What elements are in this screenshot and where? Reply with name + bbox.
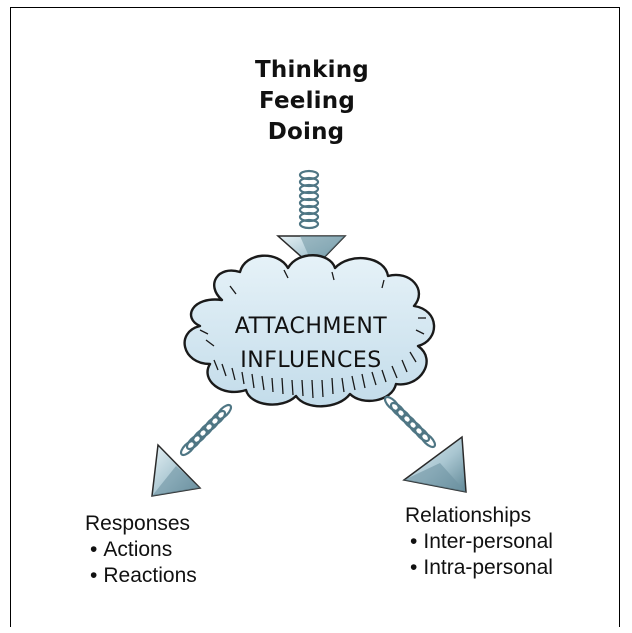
down-right-arrow-icon: [402, 435, 467, 493]
responses-heading: Responses: [85, 512, 191, 535]
doing-label: Doing: [267, 119, 345, 145]
diagram-frame: [10, 7, 620, 627]
list-item: Inter-personal: [410, 529, 553, 555]
cloud-label: ATTACHMENT INFLUENCES: [216, 310, 406, 378]
thinking-label: Thinking: [255, 57, 369, 83]
list-item: Intra-personal: [410, 555, 553, 581]
left-spring-icon: [179, 403, 233, 457]
responses-block: Responses Actions Reactions: [85, 511, 197, 589]
top-spring-icon: [298, 169, 320, 230]
cloud-shape: [183, 254, 436, 408]
relationships-block: Relationships Inter-personal Intra-perso…: [405, 503, 553, 581]
right-spring-icon: [383, 395, 437, 449]
list-item: Actions: [90, 537, 197, 563]
relationships-list: Inter-personal Intra-personal: [405, 529, 553, 581]
cloud-line-influences: INFLUENCES: [240, 348, 382, 373]
relationships-heading: Relationships: [405, 504, 532, 527]
responses-list: Actions Reactions: [85, 537, 197, 589]
down-left-arrow-icon: [151, 443, 202, 497]
input-factors: Thinking Feeling Doing: [0, 55, 632, 148]
feeling-label: Feeling: [259, 88, 355, 114]
cloud-line-attachment: ATTACHMENT: [234, 314, 388, 339]
list-item: Reactions: [90, 563, 196, 589]
